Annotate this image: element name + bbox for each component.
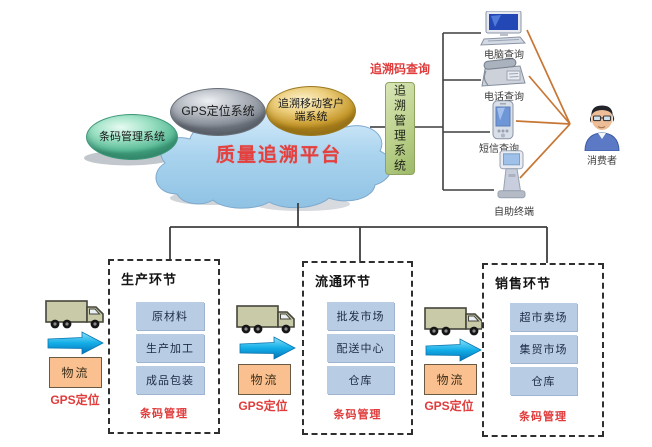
sms-query-label: 短信查询 [479, 144, 519, 155]
telephone-icon [480, 57, 528, 94]
stage-item: 集贸市场 [510, 335, 577, 363]
circulation-stage-title: 流通环节 [315, 274, 372, 289]
barcode-system-label: 条码管理系统 [99, 130, 165, 143]
logistics-box: 物流 [49, 357, 102, 388]
mobile-client-system-ellipse: 追溯移动客户 端系统 [266, 86, 356, 136]
kiosk-icon [495, 150, 527, 207]
stage-item: 仓库 [510, 367, 577, 395]
production-stage-title: 生产环节 [121, 272, 178, 287]
circulation-stage-box: 流通环节 批发市场 配送中心 仓库 条码管理 [302, 261, 413, 435]
mobile-client-system-label-line1: 追溯移动客户 [278, 98, 344, 111]
trace-management-system-box: 追溯管理系统 [385, 82, 415, 175]
computer-query-label: 电脑查询 [484, 50, 524, 61]
gps-positioning-label: GPS定位 [50, 393, 100, 407]
sales-stage-box: 销售环节 超市卖场 集贸市场 仓库 条码管理 [482, 263, 604, 437]
stage-item: 超市卖场 [510, 303, 577, 331]
cloud-shape [155, 112, 392, 209]
trace-code-query-label: 追溯码查询 [369, 62, 430, 76]
person-icon [580, 103, 624, 156]
flow-arrow-icon [239, 336, 296, 360]
barcode-management-label: 条码管理 [519, 411, 567, 423]
stage-item: 原材料 [136, 302, 204, 330]
stage-item: 配送中心 [327, 334, 394, 362]
gps-positioning-label: GPS定位 [424, 399, 474, 413]
mobile-client-system-label-line2: 端系统 [294, 111, 328, 123]
stage-item: 生产加工 [136, 334, 204, 362]
desktop-computer-icon [479, 10, 527, 52]
telephone-query-label: 电话查询 [484, 92, 524, 103]
truck-icon [424, 307, 483, 337]
mobile-phone-icon [491, 100, 515, 145]
flow-arrow-icon [47, 331, 104, 355]
kiosk-terminal-label: 自助终端 [494, 207, 534, 218]
gps-system-ellipse: GPS定位系统 [170, 88, 266, 136]
platform-title: 质量追溯平台 [215, 145, 342, 166]
logistics-box: 物流 [238, 364, 291, 395]
flow-arrow-icon [425, 338, 482, 362]
barcode-management-label: 条码管理 [140, 408, 188, 420]
consumer-label: 消费者 [587, 156, 617, 167]
production-stage-box: 生产环节 原材料 生产加工 成品包装 条码管理 [108, 259, 220, 434]
gps-positioning-label: GPS定位 [238, 399, 288, 413]
gps-system-label: GPS定位系统 [181, 104, 255, 119]
consumer-fan-lines [515, 29, 571, 179]
stage-item: 成品包装 [136, 366, 204, 394]
truck-icon [45, 300, 104, 330]
sales-stage-title: 销售环节 [495, 276, 552, 291]
stage-item: 仓库 [327, 366, 394, 394]
logistics-box: 物流 [424, 364, 477, 395]
truck-icon [236, 305, 295, 335]
stage-item: 批发市场 [327, 302, 394, 330]
barcode-management-label: 条码管理 [333, 409, 382, 421]
barcode-system-ellipse: 条码管理系统 [86, 114, 178, 160]
